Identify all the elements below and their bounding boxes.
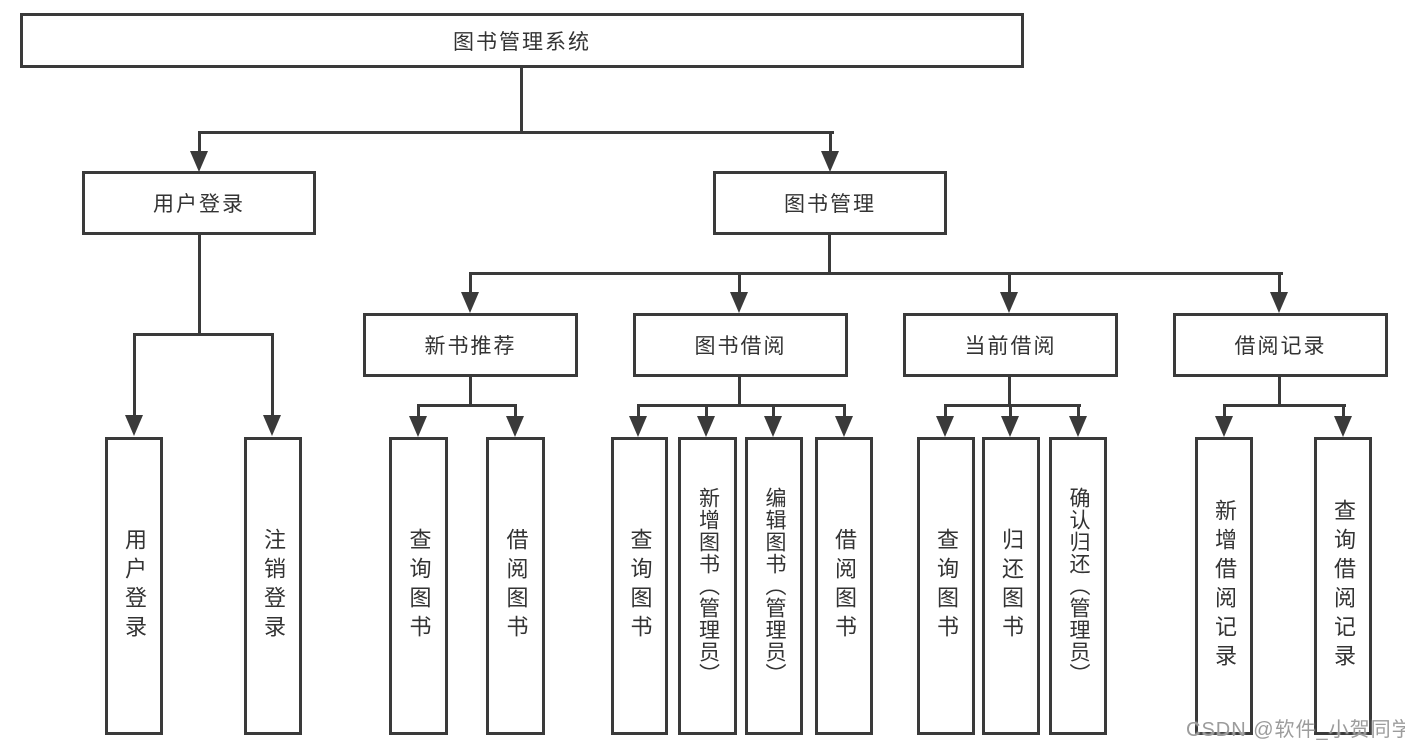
node-book-borrow: 图书借阅 — [633, 313, 848, 377]
leaf-add-book-admin: 新增图书（管理员） — [678, 437, 737, 735]
connector-line — [637, 404, 640, 418]
connector-line — [738, 272, 741, 295]
connector-line — [772, 404, 775, 418]
connector-line — [133, 333, 274, 336]
connector-line — [944, 404, 947, 418]
connector-line — [514, 404, 517, 418]
arrowhead-down-icon — [1001, 416, 1019, 437]
node-user-login: 用户登录 — [82, 171, 316, 235]
arrowhead-down-icon — [629, 416, 647, 437]
connector-line — [198, 234, 201, 336]
connector-line — [829, 131, 832, 155]
connector-line — [1223, 404, 1346, 407]
arrowhead-down-icon — [730, 292, 748, 313]
connector-line — [469, 272, 472, 295]
arrowhead-down-icon — [936, 416, 954, 437]
connector-line — [1077, 404, 1080, 418]
connector-line — [828, 234, 831, 275]
arrowhead-down-icon — [125, 415, 143, 436]
connector-line — [417, 404, 517, 407]
arrowhead-down-icon — [461, 292, 479, 313]
leaf-query-borrow-record: 查询借阅记录 — [1314, 437, 1372, 735]
node-new-book-recommend: 新书推荐 — [363, 313, 578, 377]
node-library-management-system: 图书管理系统 — [20, 13, 1024, 68]
node-current-borrow: 当前借阅 — [903, 313, 1118, 377]
connector-line — [417, 404, 420, 418]
connector-line — [1008, 272, 1011, 295]
leaf-query-book-recommend: 查询图书 — [389, 437, 448, 735]
arrowhead-down-icon — [1334, 416, 1352, 437]
node-label: 新书推荐 — [424, 335, 517, 358]
leaf-user-login: 用户登录 — [105, 437, 163, 735]
leaf-add-borrow-record: 新增借阅记录 — [1195, 437, 1253, 735]
node-book-management: 图书管理 — [713, 171, 947, 235]
leaf-edit-book-admin: 编辑图书（管理员） — [745, 437, 803, 735]
connector-line — [469, 272, 1283, 275]
arrowhead-down-icon — [821, 151, 839, 172]
leaf-confirm-return-admin: 确认归还（管理员） — [1049, 437, 1107, 735]
node-label: 图书借阅 — [694, 335, 787, 358]
connector-line — [1009, 404, 1012, 418]
node-borrow-record: 借阅记录 — [1173, 313, 1388, 377]
connector-line — [738, 376, 741, 407]
connector-line — [1278, 376, 1281, 407]
leaf-borrow-book-recommend: 借阅图书 — [486, 437, 545, 735]
connector-line — [133, 333, 136, 419]
connector-line — [1223, 404, 1226, 418]
arrowhead-down-icon — [835, 416, 853, 437]
connector-line — [705, 404, 708, 418]
arrowhead-down-icon — [697, 416, 715, 437]
connector-line — [944, 404, 1081, 407]
connector-line — [1278, 272, 1281, 295]
arrowhead-down-icon — [764, 416, 782, 437]
arrowhead-down-icon — [409, 416, 427, 437]
node-label: 图书管理系统 — [453, 30, 591, 54]
connector-line — [637, 404, 846, 407]
csdn-watermark: CSDN @软件_小贺同学 — [1186, 719, 1405, 741]
connector-line — [271, 333, 274, 419]
leaf-query-book-borrow: 查询图书 — [611, 437, 668, 735]
node-label: 借阅记录 — [1234, 335, 1327, 358]
leaf-borrow-book: 借阅图书 — [815, 437, 873, 735]
arrowhead-down-icon — [263, 415, 281, 436]
leaf-logout: 注销登录 — [244, 437, 302, 735]
arrowhead-down-icon — [1000, 292, 1018, 313]
arrowhead-down-icon — [1270, 292, 1288, 313]
connector-line — [1008, 376, 1011, 407]
connector-line — [198, 131, 201, 155]
arrowhead-down-icon — [506, 416, 524, 437]
arrowhead-down-icon — [190, 151, 208, 172]
leaf-query-book-current: 查询图书 — [917, 437, 975, 735]
connector-line — [1342, 404, 1345, 418]
connector-line — [843, 404, 846, 418]
arrowhead-down-icon — [1215, 416, 1233, 437]
connector-line — [520, 68, 523, 133]
leaf-return-book: 归还图书 — [982, 437, 1040, 735]
node-label: 用户登录 — [153, 193, 245, 216]
node-label: 当前借阅 — [964, 335, 1057, 358]
connector-line — [198, 131, 834, 134]
arrowhead-down-icon — [1069, 416, 1087, 437]
node-label: 图书管理 — [784, 193, 876, 216]
connector-line — [469, 376, 472, 407]
